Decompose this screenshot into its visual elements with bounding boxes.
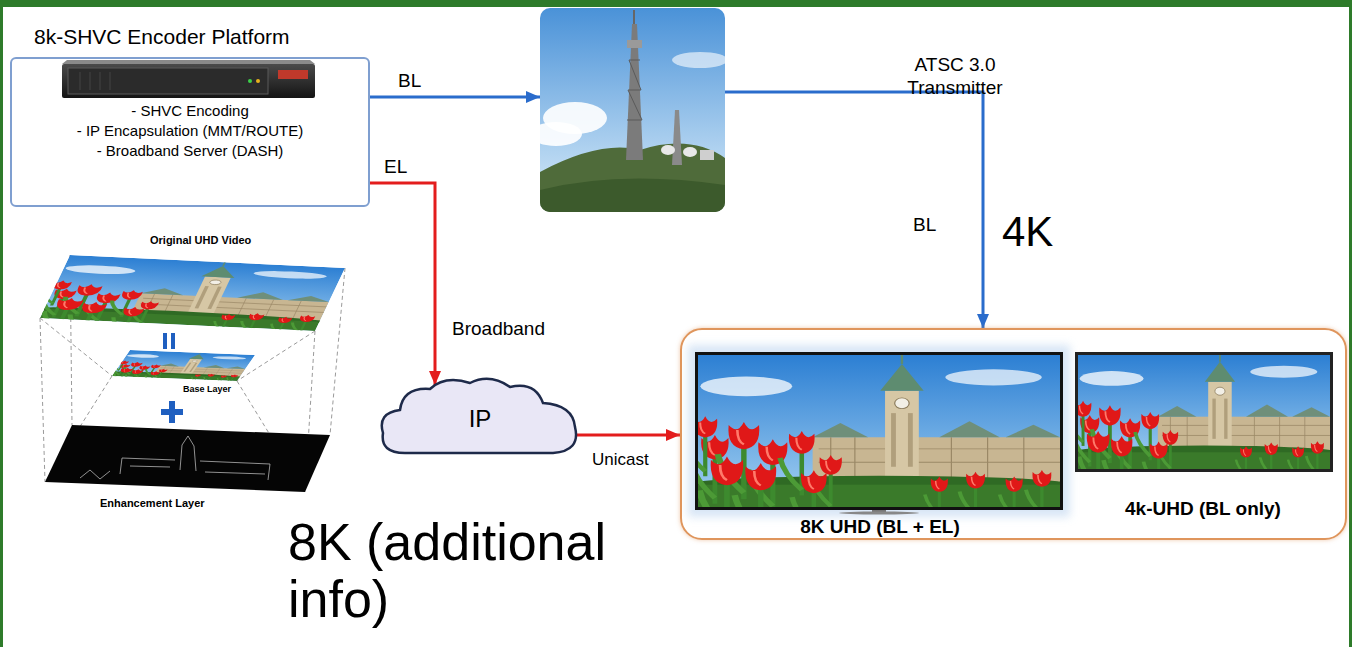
encoder-server bbox=[62, 60, 315, 98]
tv-4k bbox=[1069, 352, 1338, 494]
signal-arrow bbox=[575, 434, 680, 437]
tv-8k bbox=[685, 345, 1072, 540]
receiver-box: 8K UHD (BL + EL) 4k-UHD (BL only) bbox=[680, 328, 1347, 540]
resolution-label: 4K bbox=[1002, 208, 1053, 256]
tv-4k-box: 4k-UHD (BL only) bbox=[1072, 350, 1334, 520]
node-text: - IP Encapsulation (MMT/ROUTE) bbox=[22, 121, 358, 141]
encoder-box: 8k-SHVC Encoder Platform- SHVC Encoding-… bbox=[10, 57, 370, 207]
node-text: ATSC 3.0 Transmitter bbox=[880, 53, 1030, 99]
cloud-shape bbox=[382, 379, 576, 453]
tv-8k-box: 8K UHD (BL + EL) bbox=[690, 350, 1070, 538]
edge-label: Unicast bbox=[592, 450, 649, 470]
link-label: Broadband bbox=[452, 318, 545, 340]
edge-label: BL bbox=[398, 70, 421, 92]
node-text: 8K UHD (BL + EL) bbox=[800, 517, 960, 538]
node-text: - Broadband Server (DASH) bbox=[22, 141, 358, 161]
signal-arrow bbox=[370, 183, 435, 385]
node-text: - SHVC Encoding bbox=[22, 101, 358, 121]
resolution-note: 8K (additional info) bbox=[288, 514, 668, 628]
transmitter-photo bbox=[540, 8, 725, 212]
layer-label: Base Layer bbox=[183, 384, 231, 394]
node-text: 4k-UHD (BL only) bbox=[1125, 499, 1281, 520]
ip-cloud: IP bbox=[375, 375, 585, 463]
signal-arrow bbox=[370, 96, 540, 99]
edge-label: BL bbox=[913, 214, 936, 236]
node-text: IP bbox=[469, 405, 492, 433]
edge-label: EL bbox=[384, 156, 407, 178]
platform-heading: 8k-SHVC Encoder Platform bbox=[34, 25, 290, 49]
layer-label: Original UHD Video bbox=[150, 234, 251, 246]
signal-arrow bbox=[725, 92, 983, 328]
layer-label: Enhancement Layer bbox=[100, 497, 205, 509]
transmitter-box: ATSC 3.0 Transmitter bbox=[540, 8, 725, 212]
layer-illustration bbox=[24, 255, 355, 492]
